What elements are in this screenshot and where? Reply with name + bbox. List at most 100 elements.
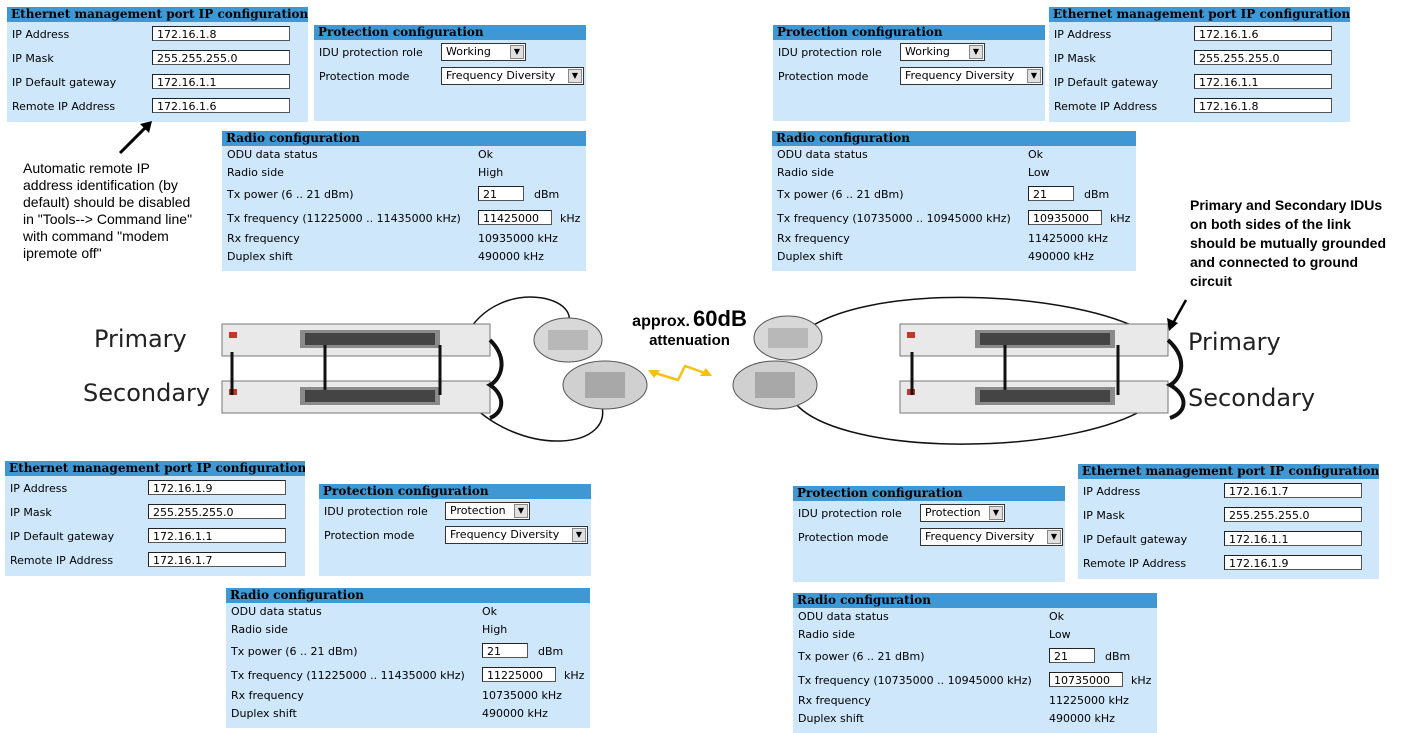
ip-mask-input[interactable]: 255.255.255.0 [148,504,286,519]
tx-power-input[interactable]: 21 [1049,648,1095,663]
ip-gateway-label: IP Default gateway [1054,76,1159,89]
tx-frequency-input[interactable]: 11225000 [482,667,556,682]
protection-panel-top-right: Protection configuration IDU protection … [773,25,1045,121]
secondary-label-left: Secondary [83,379,211,407]
eth-config-panel-bottom-right: Ethernet management port IP configuratio… [1078,464,1379,579]
protection-mode-select[interactable]: Frequency Diversity▼ [441,67,584,85]
remote-ip-input[interactable]: 172.16.1.6 [152,98,290,113]
radio-side-value: High [478,166,504,179]
dbm-unit: dBm [1084,188,1110,201]
protection-role-select[interactable]: Working▼ [441,43,526,61]
radio-side-label: Radio side [231,623,288,636]
protection-panel-bottom-left: Protection configuration IDU protection … [319,484,591,576]
chevron-down-icon[interactable]: ▼ [514,504,528,518]
chevron-down-icon[interactable]: ▼ [572,528,586,542]
attenuation-suffix: attenuation [649,332,730,349]
radio-title: Radio configuration [222,131,586,146]
rx-frequency-value: 10735000 kHz [482,689,562,702]
ip-address-input[interactable]: 172.16.1.9 [148,480,286,495]
remote-ip-label: Remote IP Address [12,100,116,113]
remote-ip-input[interactable]: 172.16.1.9 [1224,555,1362,570]
primary-label-right: Primary [1188,328,1281,356]
ip-mask-input[interactable]: 255.255.255.0 [152,50,290,65]
khz-unit: kHz [1131,674,1152,687]
tx-power-input[interactable]: 21 [1028,186,1074,201]
tx-frequency-input[interactable]: 11425000 [478,210,552,225]
ip-mask-label: IP Mask [12,52,54,65]
chevron-down-icon[interactable]: ▼ [510,45,524,59]
radio-title: Radio configuration [772,131,1136,146]
protection-mode-label: Protection mode [798,531,889,544]
duplex-shift-label: Duplex shift [231,707,297,720]
protection-mode-select[interactable]: Frequency Diversity▼ [920,528,1063,546]
protection-role-select[interactable]: Protection▼ [445,502,530,520]
ip-mask-input[interactable]: 255.255.255.0 [1194,50,1332,65]
chevron-down-icon[interactable]: ▼ [568,69,582,83]
protection-title: Protection configuration [773,25,1045,40]
duplex-shift-label: Duplex shift [777,250,843,263]
ip-address-label: IP Address [10,482,68,495]
radio-side-label: Radio side [798,628,855,641]
rx-frequency-value: 10935000 kHz [478,232,558,245]
tx-power-label: Tx power (6 .. 21 dBm) [227,188,354,201]
protection-mode-select[interactable]: Frequency Diversity▼ [900,67,1043,85]
cable-left-bottom [464,397,604,442]
ip-mask-input[interactable]: 255.255.255.0 [1224,507,1362,522]
remote-ip-label: Remote IP Address [10,554,114,567]
remote-ip-input[interactable]: 172.16.1.7 [148,552,286,567]
cable-left-top [464,296,570,338]
tx-frequency-input[interactable]: 10735000 [1049,672,1123,687]
ip-address-input[interactable]: 172.16.1.7 [1224,483,1362,498]
ip-gateway-input[interactable]: 172.16.1.1 [152,74,290,89]
protection-role-select[interactable]: Protection▼ [920,504,1005,522]
protection-title: Protection configuration [793,486,1065,501]
radio-side-value: Low [1049,628,1071,641]
duplex-shift-value: 490000 kHz [1028,250,1094,263]
protection-panel-bottom-right: Protection configuration IDU protection … [793,486,1065,582]
ip-mask-label: IP Mask [10,506,52,519]
ip-gateway-input[interactable]: 172.16.1.1 [1224,531,1362,546]
chevron-down-icon[interactable]: ▼ [969,45,983,59]
odu-status-value: Ok [482,605,498,618]
dbm-unit: dBm [1105,650,1131,663]
ip-address-input[interactable]: 172.16.1.8 [152,26,290,41]
idu-primary-left [221,323,491,357]
ip-gateway-input[interactable]: 172.16.1.1 [1194,74,1332,89]
tx-frequency-label: Tx frequency (10735000 .. 10945000 kHz) [777,212,1011,225]
ip-gateway-input[interactable]: 172.16.1.1 [148,528,286,543]
protection-role-label: IDU protection role [319,46,423,59]
khz-unit: kHz [1110,212,1131,225]
tx-frequency-input[interactable]: 10935000 [1028,210,1102,225]
chevron-down-icon[interactable]: ▼ [989,506,1003,520]
ip-address-label: IP Address [1083,485,1141,498]
odu-left-primary [533,317,603,363]
cable-right-bottom [789,394,1161,445]
remote-ip-input[interactable]: 172.16.1.8 [1194,98,1332,113]
tx-power-input[interactable]: 21 [478,186,524,201]
protection-title: Protection configuration [319,484,591,499]
tx-power-input[interactable]: 21 [482,643,528,658]
grounding-note: Primary and Secondary IDUs on both sides… [1190,197,1386,289]
eth-config-title: Ethernet management port IP configuratio… [1049,7,1350,22]
dbm-unit: dBm [538,645,564,658]
protection-role-select[interactable]: Working▼ [900,43,985,61]
protection-role-label: IDU protection role [778,46,882,59]
duplex-shift-label: Duplex shift [227,250,293,263]
protection-role-label: IDU protection role [324,505,428,518]
idu-primary-right [899,323,1169,357]
eth-config-title: Ethernet management port IP configuratio… [1078,464,1379,479]
rx-frequency-value: 11425000 kHz [1028,232,1108,245]
ip-address-input[interactable]: 172.16.1.6 [1194,26,1332,41]
chevron-down-icon[interactable]: ▼ [1047,530,1061,544]
odu-right-primary [753,315,823,361]
eth-config-panel-top-left: Ethernet management port IP configuratio… [7,7,308,122]
protection-mode-select[interactable]: Frequency Diversity▼ [445,526,588,544]
radio-side-label: Radio side [227,166,284,179]
secondary-label-right: Secondary [1188,384,1316,412]
remote-ip-label: Remote IP Address [1054,100,1158,113]
chevron-down-icon[interactable]: ▼ [1027,69,1041,83]
